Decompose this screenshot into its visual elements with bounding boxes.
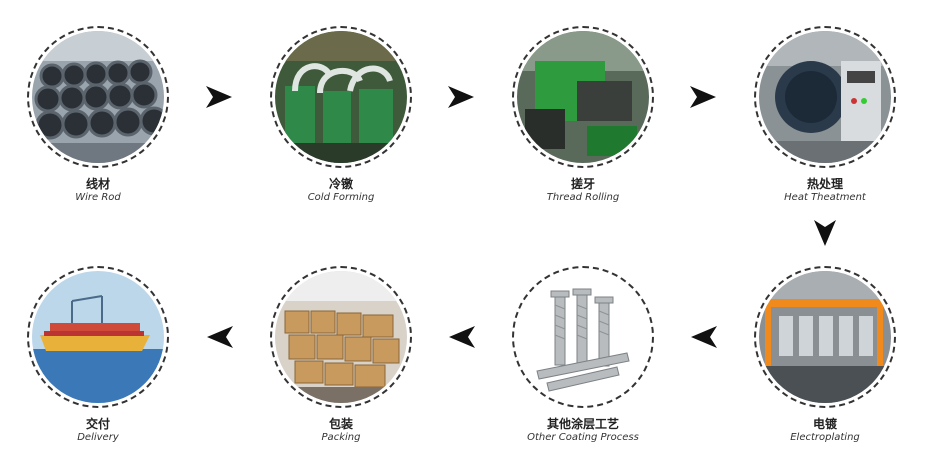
step-cold-forming: 冷镦 Cold Forming — [261, 26, 421, 204]
step-label-en: Packing — [321, 432, 361, 443]
step-label-zh: 热处理 — [806, 177, 843, 191]
other-coating-photo — [512, 266, 654, 408]
delivery-photo — [27, 266, 169, 408]
step-delivery: 交付 Delivery — [18, 266, 178, 444]
step-label-en: Other Coating Process — [527, 432, 639, 443]
step-label-en: Cold Forming — [307, 192, 375, 203]
step-label-zh: 线材 — [85, 177, 110, 191]
step-label-zh: 包装 — [328, 417, 353, 431]
packing-photo — [270, 266, 412, 408]
thread-rolling-photo — [512, 26, 654, 168]
step-other-coating: 其他涂层工艺 Other Coating Process — [503, 266, 663, 444]
step-packing: 包装 Packing — [261, 266, 421, 444]
step-label-en: Wire Rod — [75, 192, 121, 203]
step-wire-rod: 线材 Wire Rod — [18, 26, 178, 204]
step-label-zh: 冷镦 — [328, 177, 353, 191]
step-thread-rolling: 搓牙 Thread Rolling — [503, 26, 663, 204]
step-electroplating: 电镀 Electroplating — [745, 266, 905, 444]
step-label-en: Electroplating — [790, 432, 860, 443]
electroplating-photo — [754, 266, 896, 408]
step-label-en: Delivery — [77, 432, 119, 443]
step-label-zh: 电镀 — [812, 417, 837, 431]
step-label-zh: 其他涂层工艺 — [546, 417, 619, 431]
step-heat-treatment: 热处理 Heat Theatment — [745, 26, 905, 204]
wire-rod-photo — [27, 26, 169, 168]
step-label-zh: 搓牙 — [570, 177, 595, 191]
step-label-en: Thread Rolling — [546, 192, 620, 203]
heat-treatment-photo — [754, 26, 896, 168]
cold-forming-photo — [270, 26, 412, 168]
step-label-zh: 交付 — [85, 417, 110, 431]
step-label-en: Heat Theatment — [784, 192, 866, 203]
